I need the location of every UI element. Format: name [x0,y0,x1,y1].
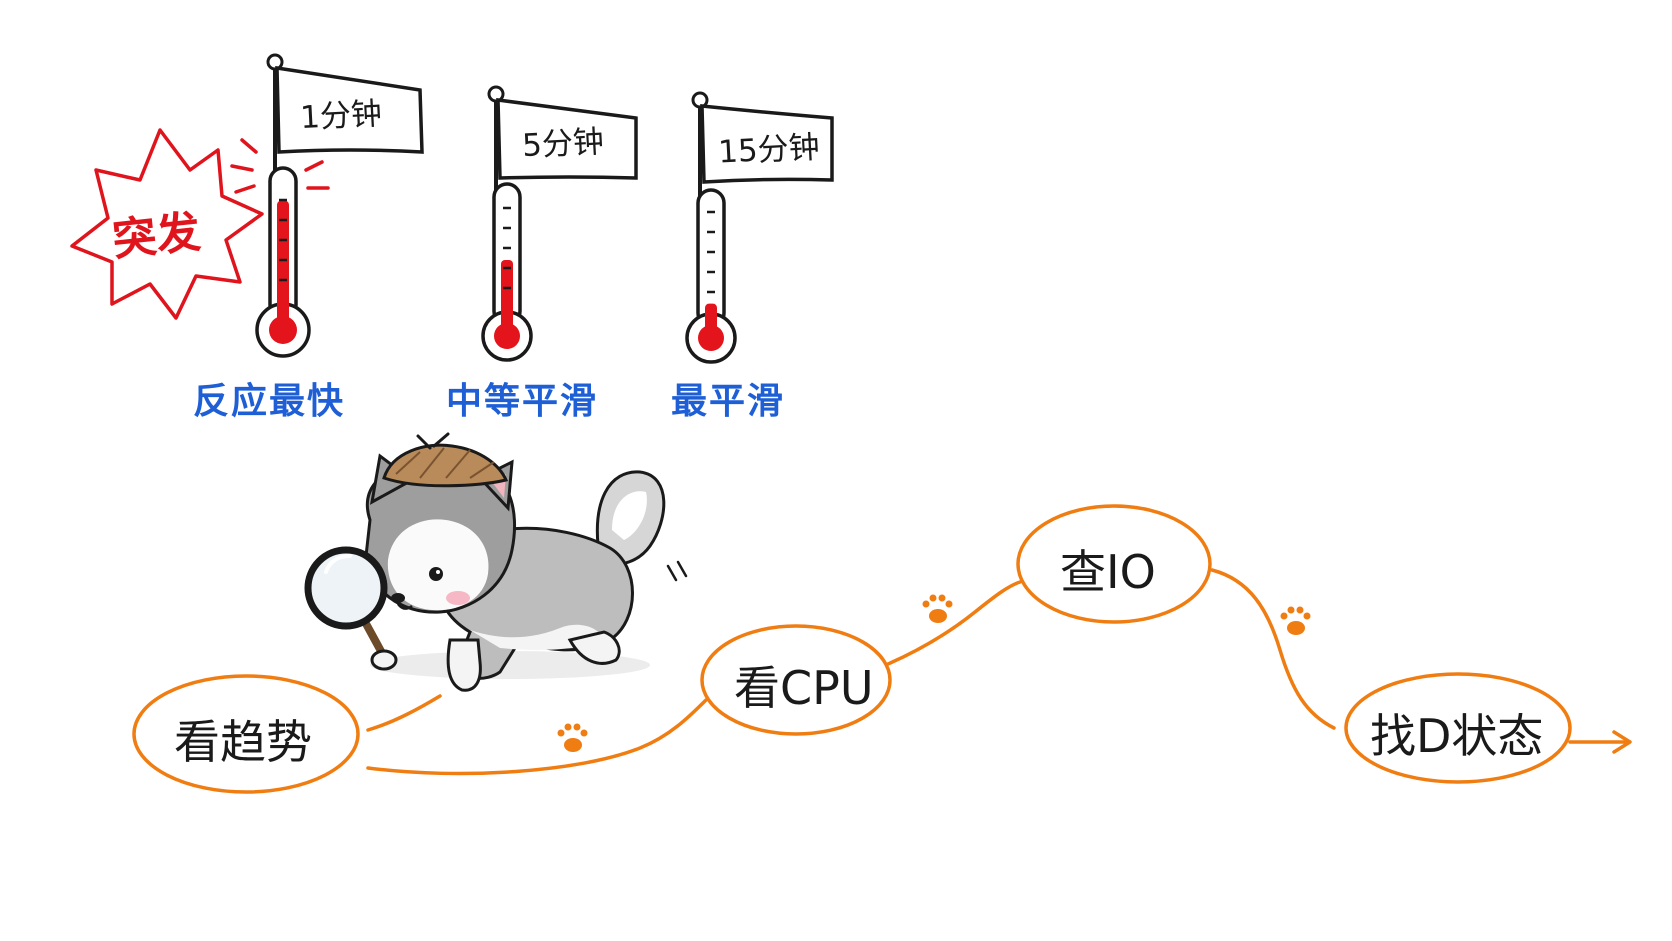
step-label-dstate: 找D状态 [1370,709,1544,763]
flag [275,65,424,154]
thermometer-caption-fastest: 反应最快 [193,381,346,422]
burst-shape [70,128,264,320]
path-segment-4 [1210,568,1336,730]
flag-label-5min: 5分钟 [521,123,605,165]
thermometer-1min [230,53,424,358]
thermometer-15min [685,91,834,364]
step-ellipse-trend [132,674,360,794]
husky-detective-icon [304,432,688,692]
tick-marks [707,210,715,294]
flag [700,104,834,184]
arrow-head [1568,730,1632,754]
path-segment-1 [366,694,442,732]
thermometer-caption-medium: 中等平滑 [446,381,599,422]
path-segment-3 [886,580,1022,666]
alarm-lines [230,138,330,194]
flag-pole-knob [266,53,284,71]
paw-print-icon [922,594,953,623]
paw-print-icon [1280,606,1311,635]
step-label-io: 查IO [1060,545,1156,599]
tick-marks [503,206,511,290]
flag-label-15min: 15分钟 [717,129,821,171]
step-ellipse-io [1016,504,1212,624]
step-ellipse-cpu [700,624,892,736]
step-label-cpu: 看CPU [734,661,874,715]
flag-pole-knob [691,91,709,109]
burst-label: 突发 [110,206,203,267]
paw-print-icon [557,723,588,752]
step-label-trend: 看趋势 [174,715,312,769]
path-segment-2 [366,698,708,776]
thermometer-5min [481,85,638,362]
thermometer-caption-smoothest: 最平滑 [671,381,786,422]
tick-marks [279,198,287,282]
flag [496,98,638,180]
flag-label-1min: 1分钟 [299,95,383,137]
flag-pole-knob [487,85,505,103]
step-ellipse-dstate [1344,672,1572,784]
